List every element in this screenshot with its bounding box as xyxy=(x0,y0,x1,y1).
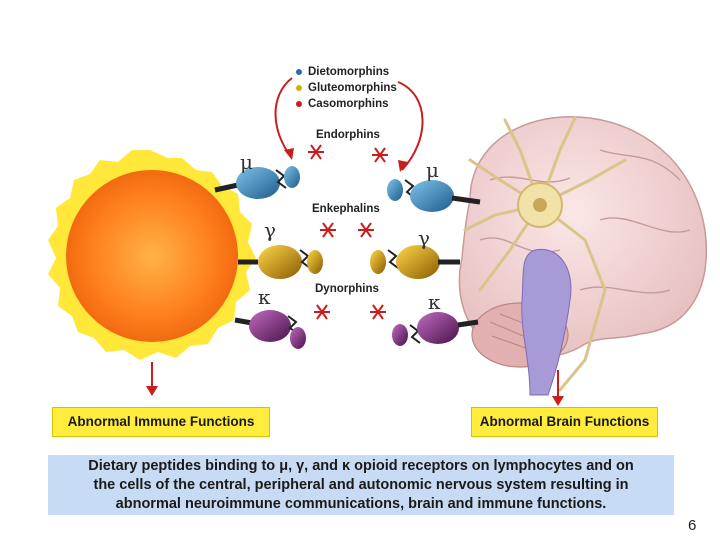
receptor-label-mu-left: μ xyxy=(240,150,253,174)
receptor-label-kappa-right: κ xyxy=(428,290,441,314)
caption-line-3: abnormal neuroimmune communications, bra… xyxy=(115,496,607,512)
receptor-kappa-right xyxy=(392,312,479,346)
binding-asterisks xyxy=(308,144,388,320)
abnormal-immune-functions-box: Abnormal Immune Functions xyxy=(52,407,270,437)
receptor-gamma-right xyxy=(370,245,460,279)
receptor-mu-left xyxy=(214,166,300,199)
caption-line-1: Dietary peptides binding to μ, γ, and κ … xyxy=(88,458,634,474)
abnormal-brain-functions-box: Abnormal Brain Functions xyxy=(471,407,658,437)
label-enkephalins: Enkephalins xyxy=(312,203,380,215)
neuron-illustration xyxy=(463,116,627,392)
legend-label: Dietomorphins xyxy=(308,66,390,78)
caption-line-2: the cells of the central, peripheral and… xyxy=(93,477,629,493)
receptor-label-mu-right: μ xyxy=(426,158,439,182)
label-dynorphins: Dynorphins xyxy=(315,283,379,295)
legend-item-casomorphins: Casomorphins xyxy=(296,96,397,112)
receptor-label-gamma-right: γ xyxy=(418,226,430,250)
legend-label: Casomorphins xyxy=(308,98,389,110)
receptor-label-gamma-left: γ xyxy=(264,218,276,242)
peptide-arrows xyxy=(146,77,564,406)
legend-item-gluteomorphins: Gluteomorphins xyxy=(296,80,397,96)
label-endorphins: Endorphins xyxy=(316,129,380,141)
brain-illustration xyxy=(458,116,708,396)
legend-dot-icon xyxy=(296,85,302,91)
legend-label: Gluteomorphins xyxy=(308,82,397,94)
peptide-legend: Dietomorphins Gluteomorphins Casomorphin… xyxy=(296,64,397,112)
legend-dot-icon xyxy=(296,101,302,107)
legend-item-dietomorphins: Dietomorphins xyxy=(296,64,397,80)
receptor-gamma-left xyxy=(238,245,323,279)
receptor-mu-right xyxy=(387,179,481,212)
receptor-kappa-left xyxy=(234,310,306,349)
legend-dot-icon xyxy=(296,69,302,75)
page-number: 6 xyxy=(688,517,697,534)
receptor-label-kappa-left: κ xyxy=(258,285,271,309)
caption-box: Dietary peptides binding to μ, γ, and κ … xyxy=(48,455,674,515)
lymphocyte-cell xyxy=(48,150,256,360)
